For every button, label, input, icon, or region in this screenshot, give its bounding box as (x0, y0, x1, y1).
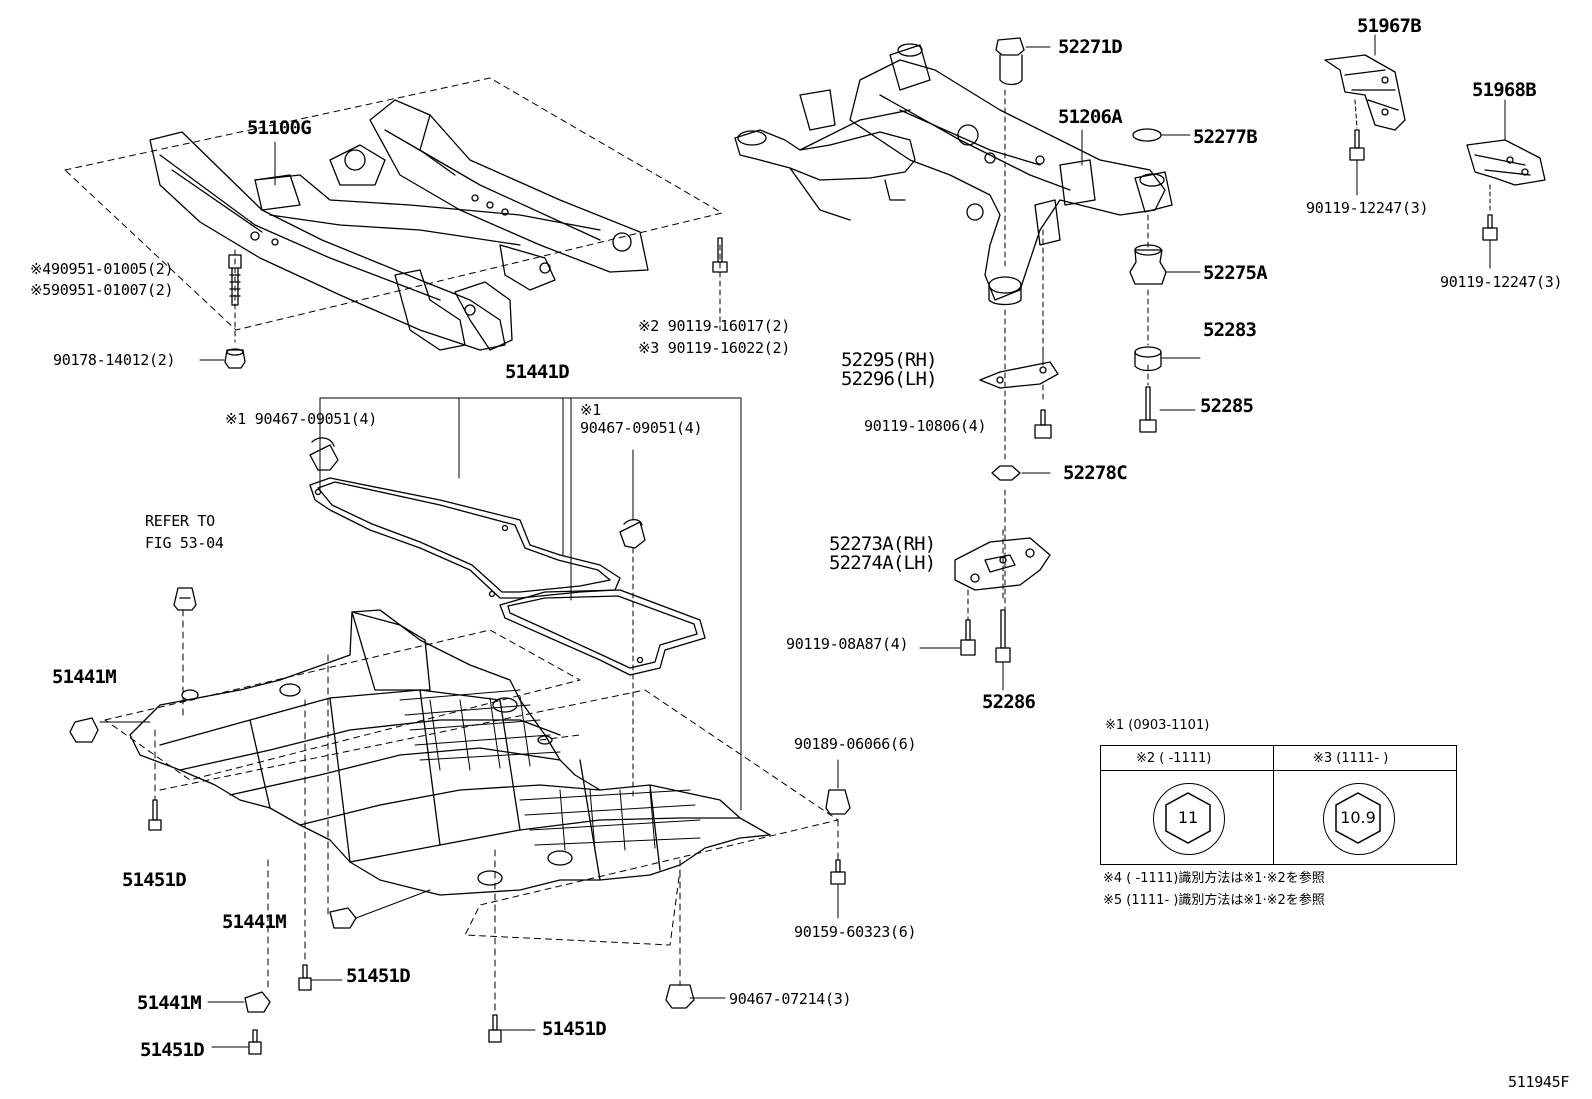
label-52271D: 52271D (1058, 36, 1123, 58)
callout-90467-07214: 90467-07214(3) (729, 990, 852, 1008)
legend-col2-header: ※3 (1111- ) (1313, 751, 1389, 766)
callout-90159-60323: 90159-60323(6) (794, 923, 917, 941)
callout-52296-lh: 52296(LH) (841, 368, 938, 390)
figure-id: 511945F (1508, 1073, 1570, 1091)
bolt-head-outline-1 (1153, 783, 1225, 855)
brackets-drawing (1324, 34, 1546, 269)
legend-title: ※1 (0903-1101) (1105, 718, 1210, 733)
label-51100G: 51100G (247, 117, 312, 139)
legend-note-4: ※4 ( -1111)識別方法は※1·※2を参照 (1103, 871, 1325, 886)
rear-suspension-member-drawing (734, 37, 1201, 691)
callout-90119-12247-a: 90119-12247(3) (1306, 199, 1429, 217)
refer-figure-text: FIG 53-04 (145, 534, 224, 552)
legend-header-row (1101, 746, 1456, 771)
callout-52274A-lh: 52274A(LH) (829, 552, 936, 574)
label-52286: 52286 (982, 691, 1036, 713)
callout-90467-09051-right: 90467-09051(4) (580, 419, 703, 437)
bolt-identification-table: ※2 ( -1111) ※3 (1111- ) 11 10.9 (1100, 745, 1457, 865)
bolt-hex-icon-2 (1335, 792, 1381, 844)
callout-52273A-rh: 52273A(RH) (829, 533, 936, 555)
callout-90951-01005: ※490951-01005(2) (30, 260, 174, 278)
label-51441D: 51441D (505, 361, 570, 383)
legend-col1-header: ※2 ( -1111) (1136, 751, 1212, 766)
legend-column-divider (1273, 746, 1274, 864)
label-51441M-middle: 51441M (222, 911, 287, 933)
engine-under-cover-drawing (69, 587, 851, 1055)
bolt-grade-mark-2: 10.9 (1340, 808, 1376, 827)
callout-90119-10806: 90119-10806(4) (864, 417, 987, 435)
bolt-hex-icon-1 (1165, 792, 1211, 844)
label-51451D-middle: 51451D (346, 965, 411, 987)
legend-note-5: ※5 (1111- )識別方法は※1·※2を参照 (1103, 893, 1325, 908)
callout-90119-12247-b: 90119-12247(3) (1440, 273, 1563, 291)
label-52283: 52283 (1203, 319, 1257, 341)
label-51441M-bottom: 51441M (137, 992, 202, 1014)
refer-to-text: REFER TO (145, 512, 215, 530)
label-51451D-right: 51451D (542, 1018, 607, 1040)
callout-90951-01007: ※590951-01007(2) (30, 281, 174, 299)
callout-90119-08A87: 90119-08A87(4) (786, 635, 909, 653)
callout-mark-1-right: ※1 (580, 401, 601, 419)
callout-90178-14012: 90178-14012(2) (53, 351, 176, 369)
label-51451D-left: 51451D (122, 869, 187, 891)
bolt-grade-mark-1: 11 (1177, 808, 1199, 827)
label-52277B: 52277B (1193, 126, 1258, 148)
label-52278C: 52278C (1063, 462, 1128, 484)
label-51967B: 51967B (1357, 15, 1422, 37)
callout-90119-16022: ※3 90119-16022(2) (638, 339, 790, 357)
label-51451D-bottom: 51451D (140, 1039, 205, 1061)
callout-90189-06066: 90189-06066(6) (794, 735, 917, 753)
under-cover-seal-drawing (309, 397, 742, 811)
label-52285: 52285 (1200, 395, 1254, 417)
callout-90119-16017: ※2 90119-16017(2) (638, 317, 790, 335)
callout-90467-09051-left: ※1 90467-09051(4) (225, 410, 377, 428)
front-suspension-member-drawing (64, 77, 728, 369)
callout-52295-rh: 52295(RH) (841, 349, 938, 371)
label-51968B: 51968B (1472, 79, 1537, 101)
label-52275A: 52275A (1203, 262, 1268, 284)
label-51206A: 51206A (1058, 106, 1123, 128)
bolt-head-outline-2 (1323, 783, 1395, 855)
label-51441M-left: 51441M (52, 666, 117, 688)
